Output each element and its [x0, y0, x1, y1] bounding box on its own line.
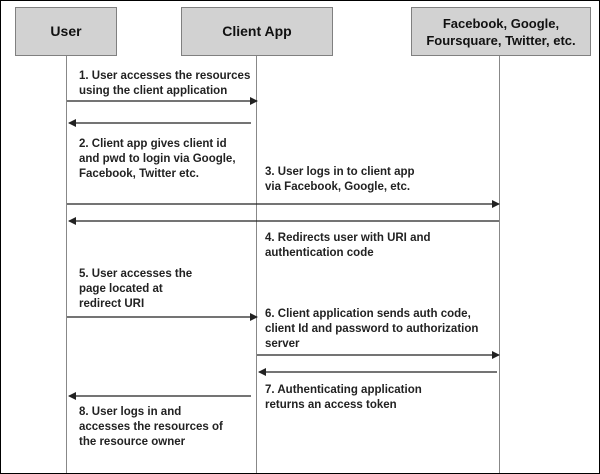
step-7-label: 7. Authenticating application returns an…: [265, 384, 422, 411]
lifeline-user: [66, 56, 67, 473]
step-5-label: 5. User accesses the page located at red…: [79, 268, 193, 310]
step-8-label: 8. User logs in and accesses the resourc…: [79, 406, 223, 448]
actor-user-label: User: [50, 23, 82, 39]
step-3-label: 3. User logs in to client app via Facebo…: [265, 166, 415, 193]
actor-client-app-box: Client App: [181, 7, 333, 56]
step-6-label: 6. Client application sends auth code, c…: [265, 308, 479, 350]
lifeline-client-app: [256, 56, 257, 473]
step-1-label: 1. User accesses the resources using the…: [79, 70, 251, 97]
actor-user-box: User: [15, 7, 117, 56]
lifeline-provider: [499, 56, 500, 473]
step-4-label: 4. Redirects user with URI and authentic…: [265, 232, 431, 259]
actor-client-app-label: Client App: [222, 23, 292, 39]
actor-provider-box: Facebook, Google, Foursquare, Twitter, e…: [411, 7, 591, 56]
step-2-label: 2. Client app gives client id and pwd to…: [79, 138, 236, 180]
actor-provider-label: Facebook, Google, Foursquare, Twitter, e…: [426, 15, 576, 48]
